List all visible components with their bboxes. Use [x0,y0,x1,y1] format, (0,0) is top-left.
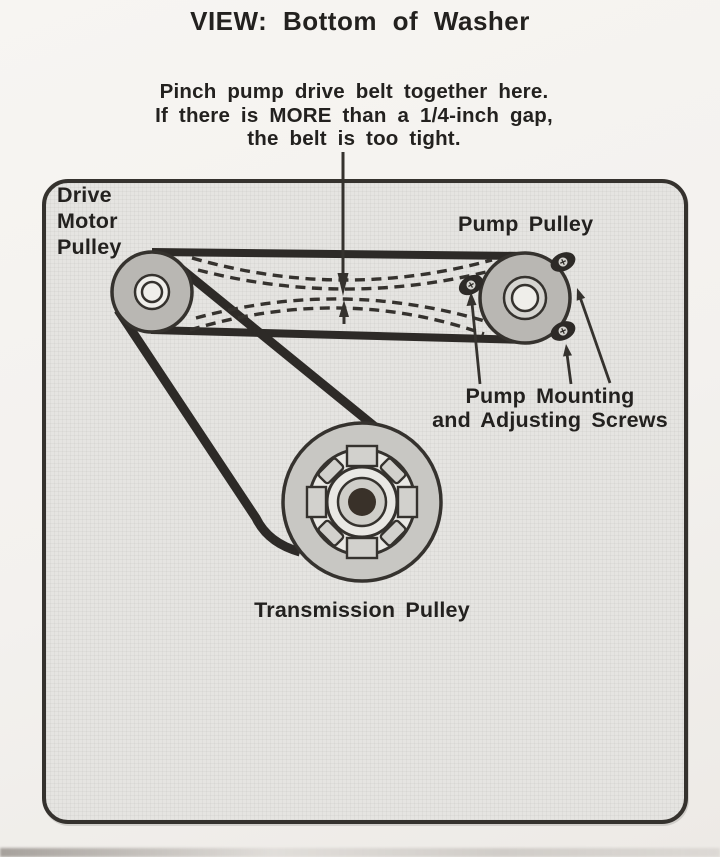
label-pump-pulley: Pump Pulley [458,212,594,236]
page-title: VIEW: Bottom of Washer [190,6,530,36]
diagram-box [42,179,688,824]
label-drive-motor-pulley: Drive Motor Pulley [57,183,122,259]
scan-edge-shadow [0,848,720,857]
label-transmission-pulley: Transmission Pulley [254,598,470,622]
label-pump-mounting-screws: Pump Mounting and Adjusting Screws [432,384,668,432]
pinch-instruction-text: Pinch pump drive belt together here. If … [155,80,553,150]
